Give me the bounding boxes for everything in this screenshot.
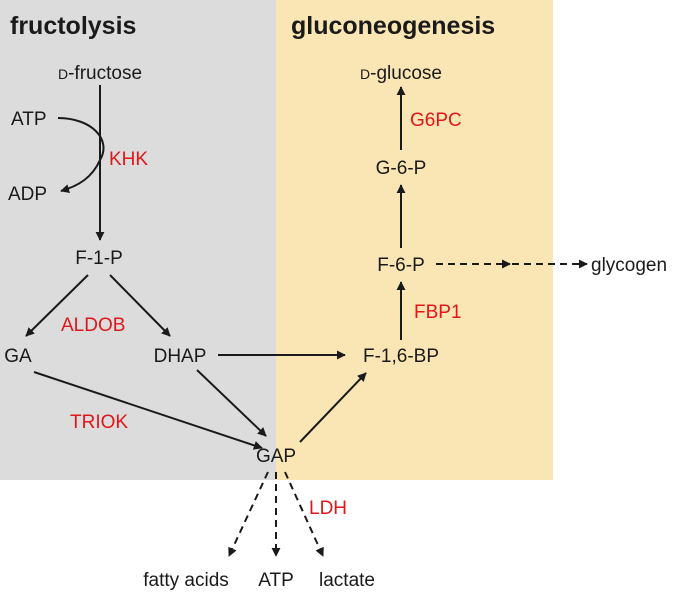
gluconeogenesis-panel (276, 0, 553, 480)
metabolite-g6p: G-6-P (376, 158, 427, 179)
enzyme-ldh: LDH (309, 498, 347, 519)
metabolite-f1p: F-1-P (75, 248, 123, 269)
enzyme-g6pc: G6PC (410, 110, 462, 131)
metabolite-f6p: F-6-P (377, 255, 425, 276)
arrow-gap-to-fatty-acids (228, 471, 269, 557)
enzyme-triok: TRIOK (70, 412, 128, 433)
arrow-atp-to-adp (57, 117, 105, 194)
fructolysis-panel (0, 0, 276, 480)
metabolite-dhap: DHAP (154, 346, 207, 367)
enzyme-khk: KHK (109, 149, 148, 170)
metabolite-f16bp: F-1,6-BP (363, 346, 439, 367)
metabolite-atp-in: ATP (11, 109, 47, 130)
arrow-f1p-to-ga (25, 274, 89, 337)
metabolite-d-glucose: D-glucose (360, 63, 442, 84)
enzyme-fbp1: FBP1 (414, 302, 462, 323)
arrow-gap-to-lactate (284, 471, 324, 557)
metabolite-gap: GAP (256, 446, 296, 467)
arrow-f1p-to-dhap (109, 274, 171, 337)
metabolite-adp: ADP (8, 184, 47, 205)
metabolite-lactate: lactate (319, 570, 375, 591)
arrow-ga-to-gap (33, 371, 263, 450)
metabolite-d-fructose: D-fructose (58, 63, 142, 84)
arrow-dhap-to-gap (196, 369, 267, 437)
metabolite-atp-out: ATP (258, 570, 294, 591)
enzyme-aldob: ALDOB (61, 315, 125, 336)
gluconeogenesis-heading: gluconeogenesis (291, 12, 495, 40)
metabolite-fatty-acids: fatty acids (143, 570, 229, 591)
metabolite-ga: GA (4, 346, 32, 367)
metabolite-glycogen: glycogen (591, 255, 667, 276)
arrow-gap-to-f16bp (299, 372, 367, 443)
fructolysis-heading: fructolysis (10, 12, 136, 40)
